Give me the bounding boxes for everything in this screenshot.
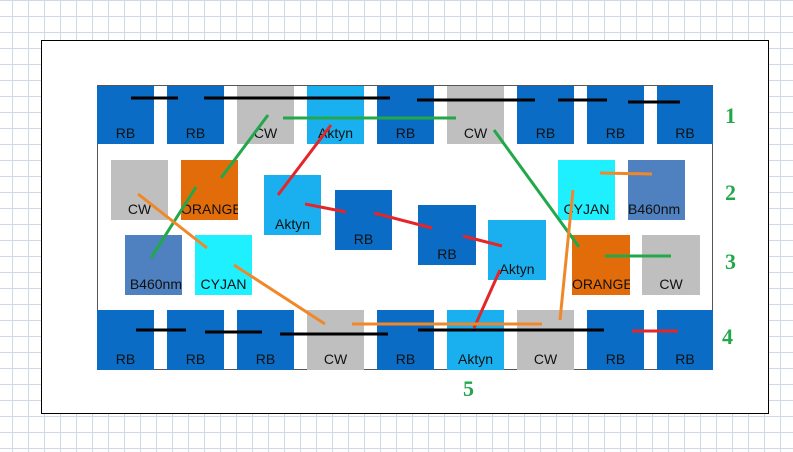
orange-line [558, 189, 575, 321]
tile-r1-3: CW [237, 86, 294, 144]
row-number-1: 1 [725, 103, 736, 128]
tile-r4-1: RB [97, 310, 154, 370]
tile-r1-6: CW [447, 86, 504, 144]
green-lines [149, 114, 671, 259]
tile-r1-9: RB [657, 86, 713, 144]
tile-rb-center-left: RB [335, 190, 392, 250]
tile-b460nm-left: B460nm [125, 235, 182, 295]
green-line [492, 129, 581, 248]
tile-r4-9: RB [657, 310, 713, 370]
tile-b460nm-right: B460nm [628, 160, 685, 220]
red-line [462, 234, 503, 248]
tile-rb-center-right: RB [418, 205, 476, 265]
tile-r4-5: RB [377, 310, 434, 370]
tile-orange-right: ORANGE [572, 235, 630, 295]
row-number-3: 3 [725, 249, 736, 274]
tile-r4-2: RB [167, 310, 224, 370]
tile-r1-2: RB [167, 86, 224, 144]
orange-lines [137, 171, 653, 326]
red-line [472, 269, 502, 329]
tile-cw-right: CW [642, 235, 700, 295]
row-number-2: 2 [725, 180, 736, 205]
tile-r1-1: RB [97, 86, 154, 144]
tile-r4-8: RB [587, 310, 644, 370]
red-lines [276, 124, 678, 333]
red-line [373, 211, 433, 230]
green-line [219, 114, 270, 179]
red-line [304, 202, 347, 214]
tile-cyjan-right: CYJAN [558, 160, 615, 220]
row-number-5: 5 [463, 376, 474, 401]
tile-r4-3: RB [237, 310, 294, 370]
orange-line [233, 263, 326, 326]
tile-r1-8: RB [587, 86, 644, 144]
orange-line [599, 171, 653, 176]
tile-r1-7: RB [517, 86, 574, 144]
orange-line [137, 192, 208, 250]
tile-r1-5: RB [377, 86, 434, 144]
tile-r4-6: Aktyn [447, 310, 504, 370]
black-lines [131, 96, 680, 336]
row-number-4: 4 [722, 324, 733, 349]
tile-aktyn-left: Aktyn [264, 175, 321, 235]
red-line [276, 124, 333, 196]
tile-r4-7: CW [517, 310, 574, 370]
tile-aktyn-right: Aktyn [488, 220, 546, 280]
